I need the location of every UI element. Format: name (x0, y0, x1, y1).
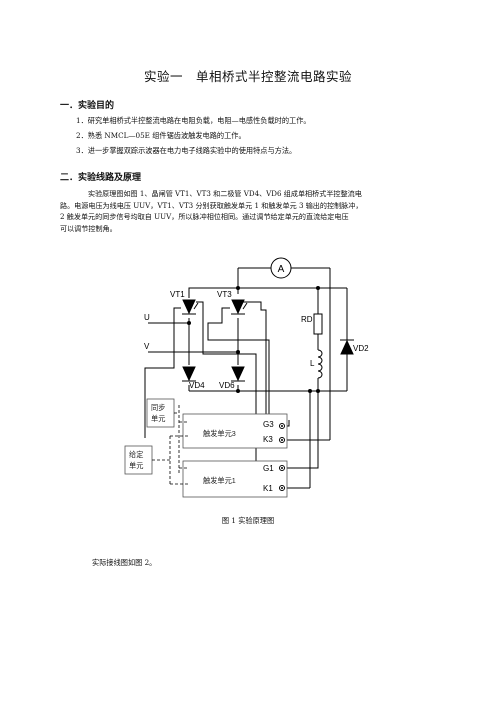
given-unit-box (124, 445, 153, 475)
label-rd: RD (301, 315, 313, 324)
label-vt3: VT3 (217, 290, 232, 299)
trigger-unit-3-box (182, 413, 288, 449)
section-heading-circuit: 二．实验线路及原理 (60, 173, 142, 183)
diode-vd2-icon (340, 339, 354, 355)
ammeter-label: A (278, 264, 285, 275)
sync-unit-line1: 同步 (151, 403, 165, 412)
label-vd4: VD4 (189, 381, 205, 390)
trigger-unit-1-label: 触发单元1 (203, 476, 236, 485)
diode-vd6-icon (231, 366, 245, 382)
paragraph-line-3: 2 触发单元的同步信号均取自 UUV，所以脉冲相位相同。通过调节给定单元的直流给… (60, 212, 349, 221)
given-unit-line1: 给定 (129, 450, 143, 459)
thyristor-vt3-icon (231, 299, 245, 315)
diode-vd4-icon (182, 366, 196, 382)
label-vt1: VT1 (170, 290, 185, 299)
label-g1: G1 (263, 464, 274, 473)
purpose-item-2: 2．熟悉 NMCL—05E 组件锯齿波触发电路的工作。 (76, 131, 246, 140)
purpose-item-1: 1．研究单相桥式半控整流电路在电阻负载，电阻—电感性负载时的工作。 (76, 116, 311, 125)
label-k1: K1 (263, 484, 273, 493)
paragraph-line-2: 路。电源电压为线电压 UUV，VT1、VT3 分别获取触发单元 1 和触发单元 … (60, 200, 363, 210)
thyristor-vt1-icon (182, 299, 196, 315)
given-unit-line2: 单元 (129, 461, 143, 470)
trigger-unit-1-box (182, 460, 288, 498)
purpose-item-3: 3．进一步掌握双踪示波器在电力电子线路实验中的使用特点与方法。 (76, 146, 297, 155)
paragraph-line-4: 可以调节控制角。 (60, 223, 117, 233)
label-vd2: VD2 (353, 344, 369, 353)
figure-caption: 图 1 实验原理图 (221, 516, 275, 525)
page-title: 实验一 单相桥式半控整流电路实验 (143, 69, 352, 84)
label-u: U (144, 313, 150, 322)
section-heading-purpose: 一．实验目的 (60, 101, 115, 111)
label-g3: G3 (263, 420, 274, 429)
paragraph-line-1: 实验原理图如图 1、晶闸管 VT1、VT3 和二极管 VD4、VD6 组成单相桥… (88, 189, 362, 198)
label-v: V (144, 342, 150, 351)
label-vd6: VD6 (219, 381, 235, 390)
circuit-paragraph: 实验原理图如图 1、晶闸管 VT1、VT3 和二极管 VD4、VD6 组成单相桥… (60, 188, 436, 234)
label-k3: K3 (263, 435, 273, 444)
resistor-rd-icon (313, 313, 323, 335)
sync-unit-box (146, 398, 175, 428)
sync-unit-line2: 单元 (151, 414, 165, 423)
trigger-unit-3-label: 触发单元3 (203, 429, 236, 438)
label-l: L (310, 359, 315, 368)
closing-text: 实际接线图如图 2。 (92, 558, 157, 567)
